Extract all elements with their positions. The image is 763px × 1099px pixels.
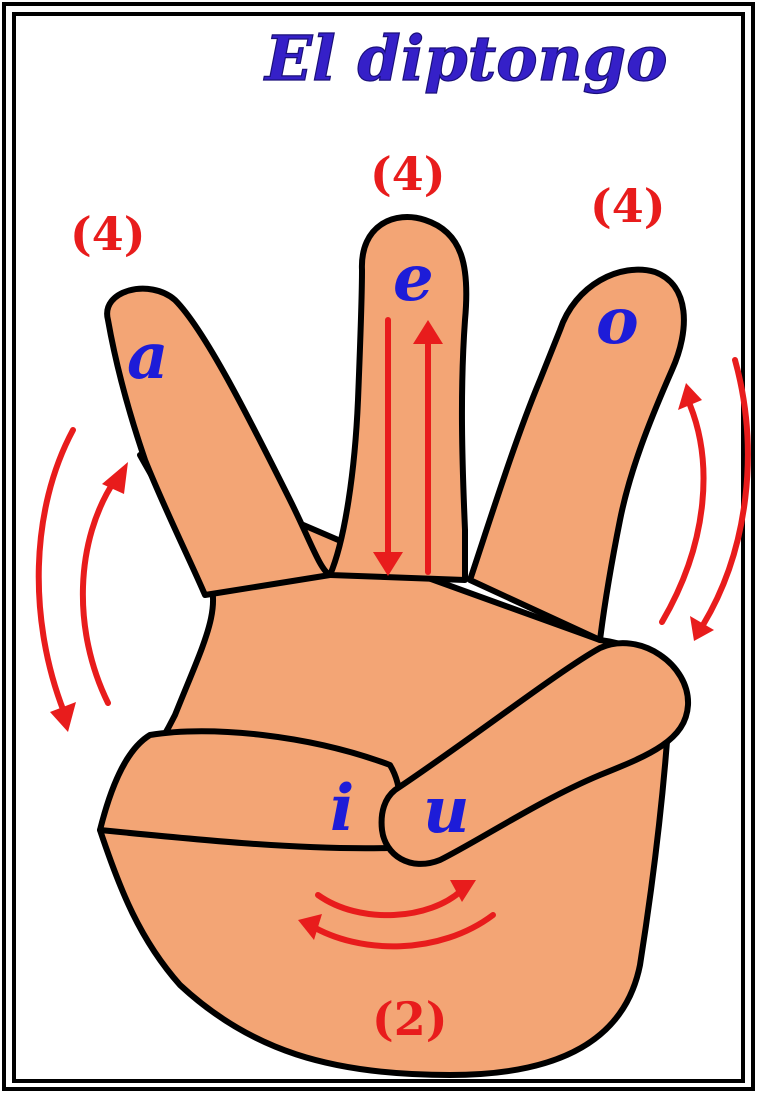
vowel-i: i — [330, 771, 354, 846]
count-label-right: (4) — [590, 179, 666, 233]
count-label-bottom: (2) — [372, 992, 448, 1046]
finger-ring — [470, 270, 684, 640]
arrow-icon-right-inner — [662, 383, 703, 622]
count-label-middle: (4) — [370, 147, 446, 201]
vowel-a: a — [127, 319, 168, 394]
count-label-left: (4) — [70, 207, 146, 261]
arrow-icon-left-inner — [83, 462, 128, 703]
vowel-e: e — [393, 241, 434, 316]
vowel-u: u — [423, 773, 470, 848]
arrow-icon-left-outer — [39, 430, 76, 732]
arrow-icon-right-outer — [690, 360, 748, 641]
vowel-o: o — [596, 284, 639, 359]
diagram-title: El diptongo — [263, 22, 667, 95]
